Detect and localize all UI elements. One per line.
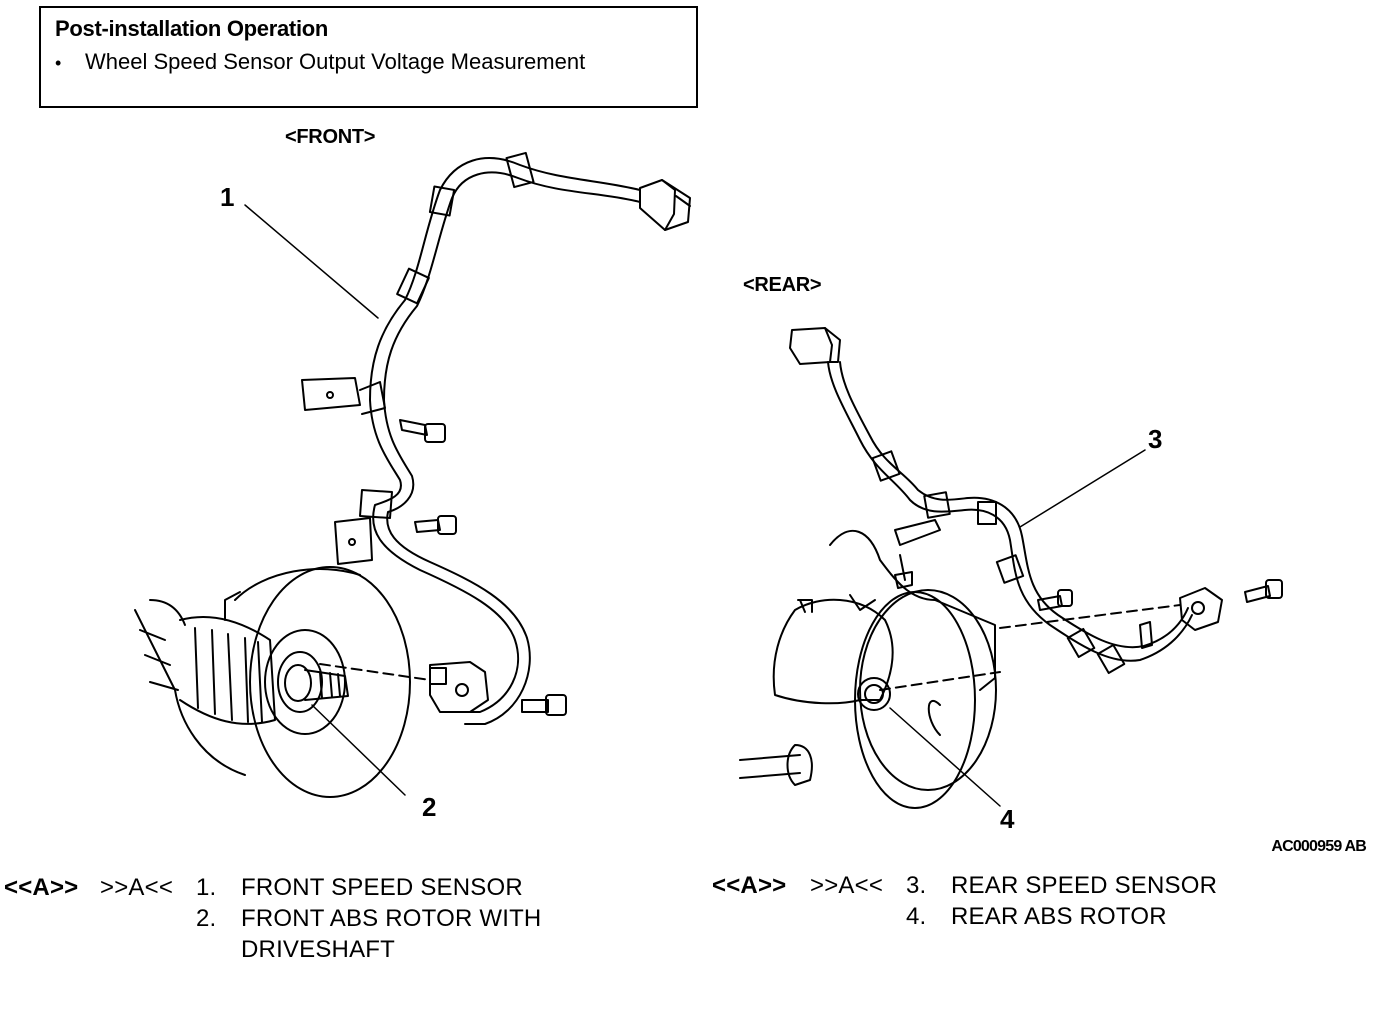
legend-tag-install: >>A<< — [100, 874, 174, 901]
legend-tag-removal: <<A>> — [712, 872, 787, 899]
front-speed-sensor-drawing — [134, 151, 691, 798]
legend-item-text: REAR SPEED SENSOR — [951, 872, 1218, 899]
figure-code: AC000959 AB — [1271, 838, 1366, 855]
legend-item-number: 3. — [906, 872, 927, 899]
legend-rear: <<A>> >>A<< 3. REAR SPEED SENSOR 4. REAR… — [712, 870, 1372, 940]
callout-1: 1 — [220, 182, 235, 212]
callout-2: 2 — [422, 792, 437, 822]
legend-tag-install: >>A<< — [810, 872, 884, 899]
post-installation-title: Post-installation Operation — [55, 16, 329, 41]
post-installation-box: Post-installation Operation • Wheel Speed… — [39, 6, 698, 108]
legend-item-number: 1. — [196, 874, 217, 901]
legend-tag-removal: <<A>> — [4, 874, 79, 901]
rear-label: <REAR> — [743, 274, 822, 296]
callout-3: 3 — [1148, 424, 1163, 454]
legend-front: <<A>> >>A<< 1. FRONT SPEED SENSOR 2. FRO… — [0, 872, 700, 972]
post-installation-item-text: Wheel Speed Sensor Output Voltage Measur… — [85, 49, 586, 74]
rear-speed-sensor-drawing — [739, 327, 1283, 809]
post-installation-item: • Wheel Speed Sensor Output Voltage Measu… — [55, 49, 585, 75]
bullet: • — [55, 53, 62, 73]
front-label: <FRONT> — [285, 126, 376, 148]
legend-item-text: REAR ABS ROTOR — [951, 903, 1167, 930]
legend-item-number: 4. — [906, 903, 927, 930]
legend-item-text: FRONT ABS ROTOR WITH — [241, 905, 542, 932]
callout-4: 4 — [1000, 804, 1015, 834]
legend-item-text: FRONT SPEED SENSOR — [241, 874, 523, 901]
legend-item-text: DRIVESHAFT — [241, 936, 396, 963]
legend-item-number: 2. — [196, 905, 217, 932]
